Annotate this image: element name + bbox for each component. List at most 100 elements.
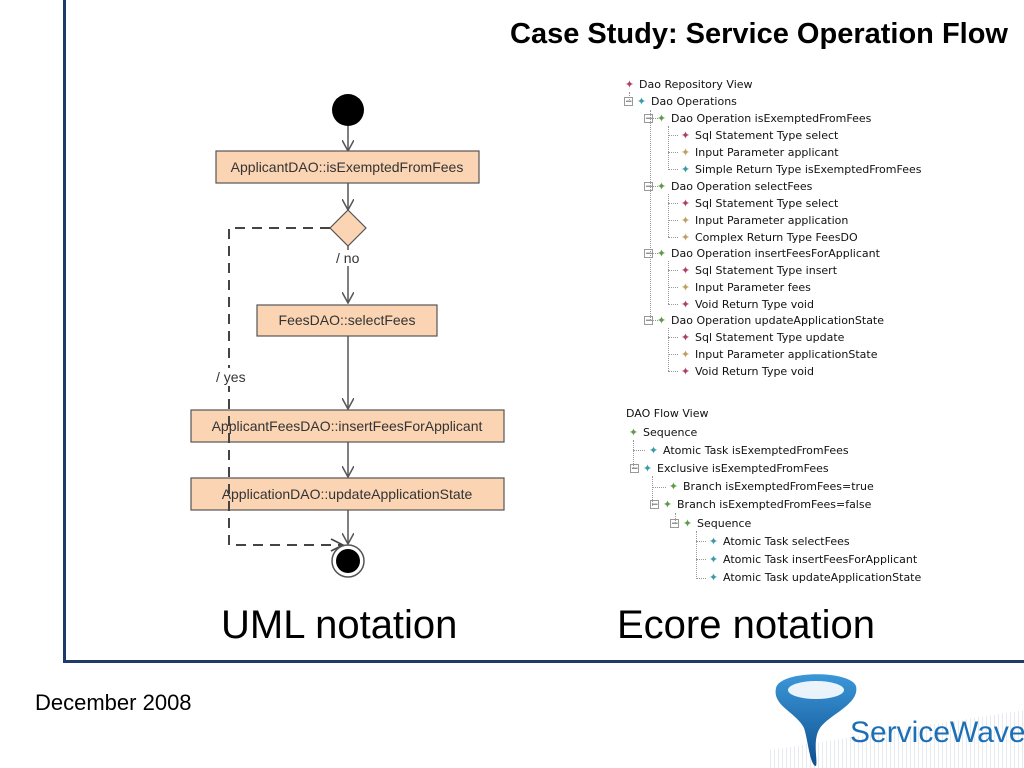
uml-decision-node <box>329 209 367 247</box>
tree-item-label: Void Return Type void <box>695 365 814 378</box>
tree-item-label: Atomic Task insertFeesForApplicant <box>723 553 918 566</box>
tree-connector <box>668 304 678 305</box>
tree-item-label: Input Parameter application <box>695 214 849 227</box>
tree-connector <box>696 531 697 579</box>
tree-item[interactable]: ✦ Input Parameter applicant <box>680 144 839 161</box>
diamond-icon: ✦ <box>628 426 639 439</box>
tree-item[interactable]: ✦Complex Return Type FeesDO <box>680 229 858 246</box>
tree-item[interactable]: −✦Dao Operation isExemptedFromFees <box>644 110 871 127</box>
tree-item[interactable]: ✦Sql Statement Type insert <box>680 262 837 279</box>
tree-item[interactable]: ✦Branch isExemptedFromFees=true <box>668 478 874 495</box>
tree-connector <box>668 194 669 237</box>
footer-date: December 2008 <box>35 690 192 715</box>
tree-connector <box>650 118 658 119</box>
tree-item-label: Atomic Task isExemptedFromFees <box>663 444 849 457</box>
tree-item[interactable]: −✦Dao Operation selectFees <box>644 178 812 195</box>
tree-item[interactable]: ✦Atomic Task selectFees <box>708 533 850 550</box>
tree-item-label: Dao Operations <box>651 95 737 108</box>
tree-item-label: Sequence <box>697 517 752 530</box>
tree-connector <box>668 152 678 153</box>
tree-item-label: Simple Return Type isExemptedFromFees <box>695 163 922 176</box>
diamond-icon: ✦ <box>680 231 691 244</box>
tree-connector <box>652 487 666 488</box>
diamond-icon: ✦ <box>680 146 691 159</box>
tree-item-label: Input Parameter fees <box>695 281 811 294</box>
tree-item[interactable]: −✦Exclusive isExemptedFromFees <box>630 460 829 477</box>
tree-item[interactable]: ✦Input Parameter applicationState <box>680 346 878 363</box>
uml-guard-no: / no <box>336 250 360 266</box>
collapse-toggle-icon[interactable]: − <box>670 519 679 529</box>
diamond-icon: ✦ <box>680 197 691 210</box>
tree-item-label: Sequence <box>643 426 698 439</box>
diamond-icon: ✦ <box>682 517 693 530</box>
slide-title: Case Study: Service Operation Flow <box>510 18 1008 50</box>
uml-guard-yes-bg <box>213 368 253 386</box>
tree-item-label: Exclusive isExemptedFromFees <box>657 462 829 475</box>
tree-item[interactable]: −✦Branch isExemptedFromFees=false <box>650 496 871 513</box>
tree-connector <box>668 371 678 372</box>
collapse-toggle-icon[interactable]: − <box>624 97 633 107</box>
tree-item[interactable]: −✦ Dao Operations <box>624 93 737 110</box>
tree-connector <box>675 513 676 523</box>
tree-item-label: Sql Statement Type select <box>695 197 839 210</box>
uml-guard-yes: / yes <box>216 369 246 385</box>
tree-item-label: Input Parameter applicant <box>695 146 839 159</box>
diamond-icon: ✦ <box>656 314 667 327</box>
tree-connector <box>668 270 678 271</box>
tree-item[interactable]: ✦ Sql Statement Type update <box>680 329 845 346</box>
diamond-icon: ✦ <box>680 129 691 142</box>
servicewave-logo: ServiceWave <box>770 674 1024 768</box>
tree-connector <box>668 287 678 288</box>
tree-item[interactable]: ✦Input Parameter fees <box>680 279 811 296</box>
tree-item[interactable]: ✦Atomic Task insertFeesForApplicant <box>708 551 917 568</box>
diamond-icon: ✦ <box>656 112 667 125</box>
uml-action-label-1: ApplicantDAO::isExemptedFromFees <box>231 159 464 175</box>
tree-item[interactable]: ✦ Simple Return Type isExemptedFromFees <box>680 161 922 178</box>
tree-item-label: Sql Statement Type update <box>695 331 845 344</box>
tree-item[interactable]: ✦Void Return Type void <box>680 296 814 313</box>
tree-connector <box>668 135 678 136</box>
tree-item[interactable]: ✦Dao Repository View <box>624 76 753 93</box>
tree-connector <box>650 320 658 321</box>
uml-action-node-3 <box>190 409 505 443</box>
tree-item[interactable]: ✦Sql Statement Type select <box>680 127 838 144</box>
logo-highlight <box>788 681 844 699</box>
logo-text: ServiceWave <box>850 716 1024 749</box>
tree-connector <box>696 578 706 579</box>
uml-action-label-2: FeesDAO::selectFees <box>279 312 416 328</box>
tree-connector <box>668 328 669 371</box>
tree-item[interactable]: −✦Dao Operation updateApplicationState <box>644 312 884 329</box>
uml-action-node-4 <box>190 477 505 511</box>
tree-item[interactable]: ✦Atomic Task isExemptedFromFees <box>648 442 849 459</box>
tree-connector <box>668 203 678 204</box>
diamond-icon: ✦ <box>680 348 691 361</box>
uml-final-node-core <box>336 549 360 573</box>
tree-item-label: Sql Statement Type insert <box>695 264 838 277</box>
logo-stripes <box>770 710 1024 768</box>
tree-item[interactable]: ✦Void Return Type void <box>680 363 814 380</box>
tree-item[interactable]: ✦Atomic Task updateApplicationState <box>708 569 921 586</box>
diamond-icon: ✦ <box>624 78 635 91</box>
tree-item[interactable]: ✦ Sql Statement Type select <box>680 195 838 212</box>
diamond-icon: ✦ <box>680 331 691 344</box>
tree-connector <box>650 186 658 187</box>
tree-item[interactable]: ✦ Sequence <box>628 424 697 441</box>
tree-item-label: Dao Operation selectFees <box>671 180 813 193</box>
tree-connector <box>668 261 669 304</box>
tree-connector <box>652 476 653 506</box>
tree-item[interactable]: ✦ Input Parameter application <box>680 212 849 229</box>
collapse-toggle-icon[interactable]: − <box>630 464 639 474</box>
tree-item-label: Atomic Task selectFees <box>723 535 850 548</box>
diamond-icon: ✦ <box>680 163 691 176</box>
diamond-icon: ✦ <box>680 214 691 227</box>
tree-item[interactable]: −✦Dao Operation insertFeesForApplicant <box>644 245 880 262</box>
diamond-icon: ✦ <box>636 95 647 108</box>
uml-edge-yes-arrow <box>330 538 345 552</box>
tree-item[interactable]: −✦ Sequence <box>670 515 751 532</box>
collapse-toggle-icon[interactable]: − <box>650 500 659 510</box>
tree-connector <box>696 559 706 560</box>
slide-frame-left <box>63 0 66 663</box>
tree-item-label: Branch isExemptedFromFees=true <box>683 480 874 493</box>
tree-connector <box>668 126 669 170</box>
